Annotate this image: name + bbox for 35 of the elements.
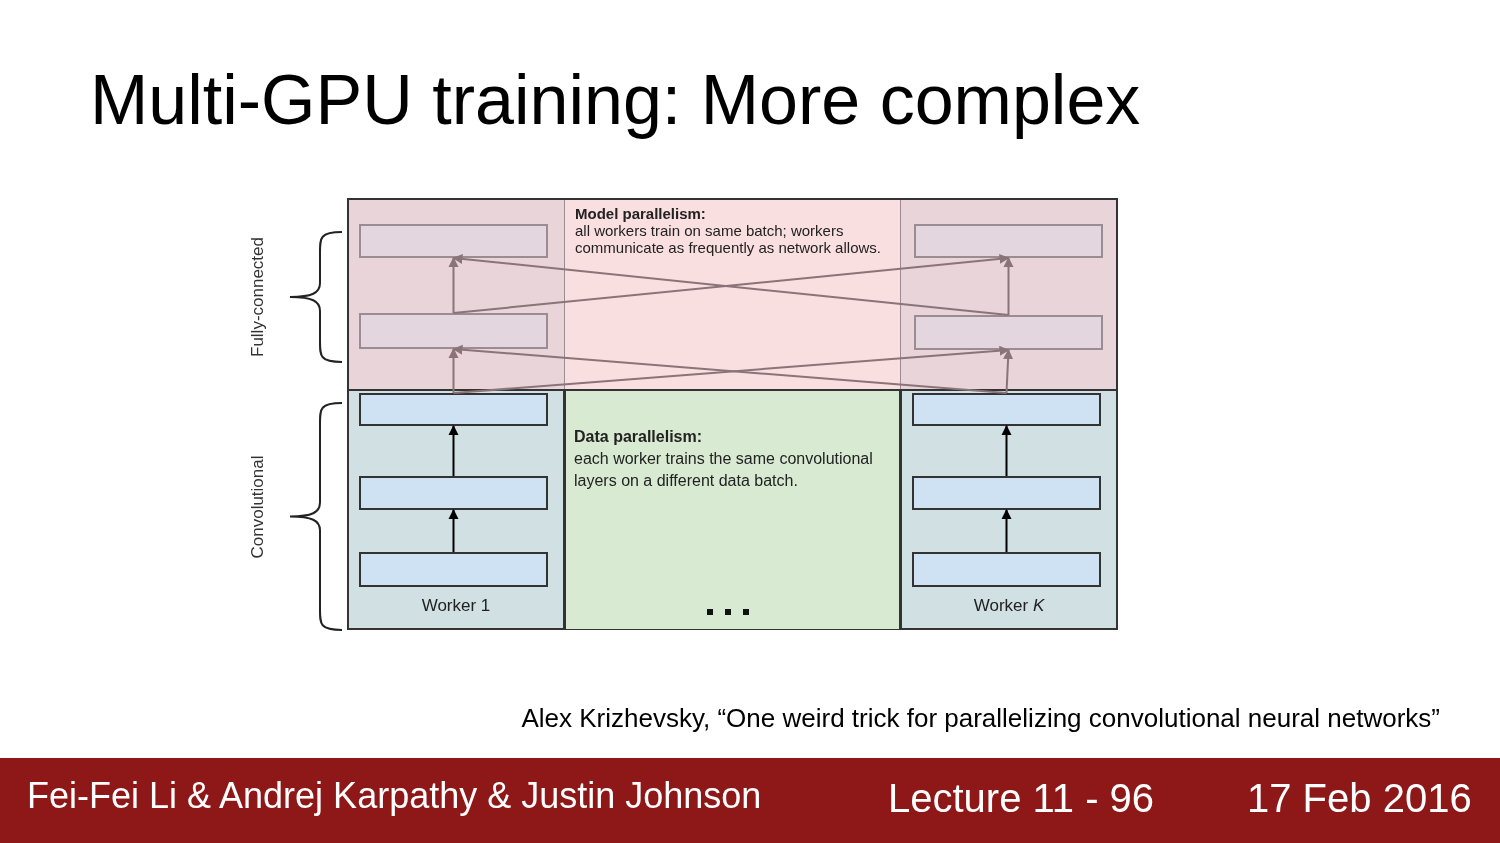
axis-label: Fully-connected: [248, 237, 268, 357]
panel-description: all workers train on same batch; workers communicate as frequently as network allows.: [575, 222, 882, 256]
arrow: [1001, 425, 1012, 477]
fully-connected-layer-box: [914, 315, 1103, 350]
footer-authors: Fei-Fei Li & Andrej Karpathy & Justin Johnson: [27, 776, 762, 816]
fully-connected-layer-box: [359, 313, 548, 349]
panel-description: each worker trains the same convolutional layers on a different data batch.: [574, 449, 874, 491]
panel-heading: Data parallelism:: [574, 427, 704, 447]
axis-label: Convolutional: [248, 455, 268, 559]
worker-column: [347, 389, 565, 630]
convolutional-layer-box: [359, 552, 548, 587]
arrow: [1003, 257, 1014, 316]
arrow: [1003, 349, 1014, 394]
convolutional-layer-box: [912, 393, 1101, 426]
arrow: [448, 348, 459, 394]
model-parallelism-band: [347, 198, 1118, 391]
arrow: [448, 425, 459, 477]
worker-label: Worker 1: [420, 596, 492, 616]
citation-caption: Alex Krizhevsky, “One weird trick for parallelizing convolutional neural networks”: [521, 703, 1440, 734]
arrow: [1001, 509, 1012, 553]
footer-lecture: Lecture 11 - 96: [888, 776, 1155, 820]
convolutional-layer-box: [359, 476, 548, 510]
slide-title: Multi-GPU training: More complex: [90, 60, 1141, 140]
footer-date: 17 Feb 2016: [1247, 776, 1472, 820]
fully-connected-layer-box: [914, 224, 1103, 258]
arrow: [448, 257, 459, 314]
fully-connected-layer-box: [359, 224, 548, 258]
convolutional-layer-box: [912, 476, 1101, 510]
panel-heading: Model parallelism:: [575, 205, 707, 222]
worker-column: [900, 389, 1118, 630]
data-parallelism-panel: [565, 390, 900, 630]
arrow: [448, 509, 459, 553]
convolutional-layer-box: [359, 393, 548, 426]
worker-label: Worker K: [972, 596, 1046, 616]
convolutional-layer-box: [912, 552, 1101, 587]
